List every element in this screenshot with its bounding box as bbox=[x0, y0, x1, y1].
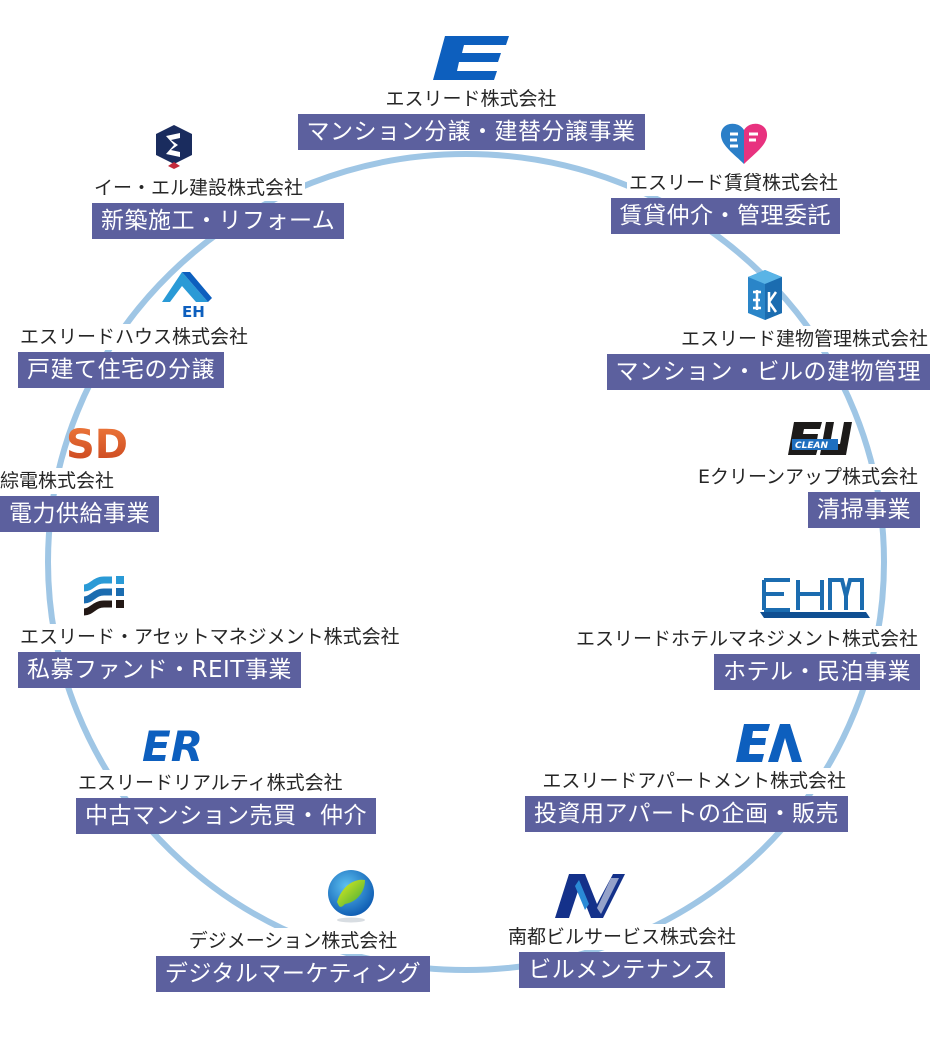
sd-logo-icon: SD bbox=[66, 422, 128, 462]
company-name: エスリードハウス株式会社 bbox=[18, 324, 251, 350]
nv-logo-icon bbox=[555, 874, 625, 918]
company-name: Eクリーンアップ株式会社 bbox=[695, 464, 920, 490]
eh-house-logo-icon: EH bbox=[162, 272, 212, 318]
ehm-logo-icon bbox=[760, 578, 870, 618]
company-name: エスリード建物管理株式会社 bbox=[678, 326, 930, 352]
company-node-nanto: 南都ビルサービス株式会社 ビルメンテナンス bbox=[480, 874, 764, 988]
company-name: エスリードリアルティ株式会社 bbox=[76, 770, 345, 796]
company-node-eel: イー・エル建設株式会社 新築施工・リフォーム bbox=[92, 125, 345, 239]
company-node-chintai: エスリード賃貸株式会社 賃貸仲介・管理委託 bbox=[610, 122, 840, 234]
company-name: エスリードホテルマネジメント株式会社 bbox=[573, 626, 920, 652]
ea-logo-icon bbox=[736, 724, 802, 762]
er-logo-icon: ER bbox=[142, 724, 203, 764]
company-node-house: EH エスリードハウス株式会社 戸建て住宅の分譲 bbox=[18, 272, 251, 388]
business-label: 中古マンション売買・仲介 bbox=[76, 798, 376, 834]
company-name: エスリード株式会社 bbox=[383, 86, 559, 112]
company-name: 綜電株式会社 bbox=[0, 468, 117, 494]
business-label: 投資用アパートの企画・販売 bbox=[524, 796, 848, 832]
company-node-esreed: エスリード株式会社 マンション分譲・建替分譲事業 bbox=[286, 36, 656, 150]
company-node-digimation: デジメーション株式会社 デジタルマーケティング bbox=[146, 868, 440, 992]
company-name: 南都ビルサービス株式会社 bbox=[505, 924, 738, 950]
heart-ef-logo-icon bbox=[720, 123, 768, 164]
business-label: マンション分譲・建替分譲事業 bbox=[297, 114, 645, 150]
svg-text:EH: EH bbox=[182, 303, 205, 318]
business-label: ビルメンテナンス bbox=[519, 952, 725, 988]
e-logo-icon bbox=[433, 36, 509, 80]
business-label: 新築施工・リフォーム bbox=[92, 203, 345, 239]
svg-text:ER: ER bbox=[142, 724, 203, 764]
company-name: デジメーション株式会社 bbox=[186, 928, 400, 954]
business-label: ホテル・民泊事業 bbox=[714, 654, 920, 690]
company-node-soden: SD 綜電株式会社 電力供給事業 bbox=[0, 422, 159, 532]
business-label: 電力供給事業 bbox=[0, 496, 159, 532]
tek-cube-logo-icon bbox=[748, 270, 782, 320]
business-label: 賃貸仲介・管理委託 bbox=[610, 198, 840, 234]
business-label: デジタルマーケティング bbox=[155, 956, 431, 992]
company-node-realty: ER エスリードリアルティ株式会社 中古マンション売買・仲介 bbox=[76, 724, 376, 834]
globe-leaf-logo-icon bbox=[328, 870, 374, 923]
stripes-f-logo-icon bbox=[83, 576, 124, 616]
ring-ellipse bbox=[45, 151, 887, 973]
business-label: 清掃事業 bbox=[808, 492, 920, 528]
company-name: エスリード・アセットマネジメント株式会社 bbox=[18, 624, 402, 650]
business-label: 私募ファンド・REIT事業 bbox=[18, 652, 301, 688]
company-name: イー・エル建設株式会社 bbox=[92, 175, 306, 201]
company-name: エスリードアパートメント株式会社 bbox=[540, 768, 848, 794]
svg-text:SD: SD bbox=[66, 422, 128, 462]
company-name: エスリード賃貸株式会社 bbox=[626, 170, 840, 196]
business-label: マンション・ビルの建物管理 bbox=[606, 354, 930, 390]
company-node-apartment: エスリードアパートメント株式会社 投資用アパートの企画・販売 bbox=[524, 724, 848, 832]
eu-clean-logo-icon: CLEAN bbox=[788, 422, 852, 455]
business-label: 戸建て住宅の分譲 bbox=[18, 352, 224, 388]
svg-text:CLEAN: CLEAN bbox=[795, 441, 828, 451]
company-node-tatemono: エスリード建物管理株式会社 マンション・ビルの建物管理 bbox=[606, 270, 930, 390]
company-node-asset: エスリード・アセットマネジメント株式会社 私募ファンド・REIT事業 bbox=[18, 576, 402, 688]
company-node-hotel: エスリードホテルマネジメント株式会社 ホテル・民泊事業 bbox=[573, 576, 920, 690]
hexagon-e-logo-icon bbox=[156, 125, 192, 169]
company-node-clean: CLEAN Eクリーンアップ株式会社 清掃事業 bbox=[695, 422, 920, 528]
